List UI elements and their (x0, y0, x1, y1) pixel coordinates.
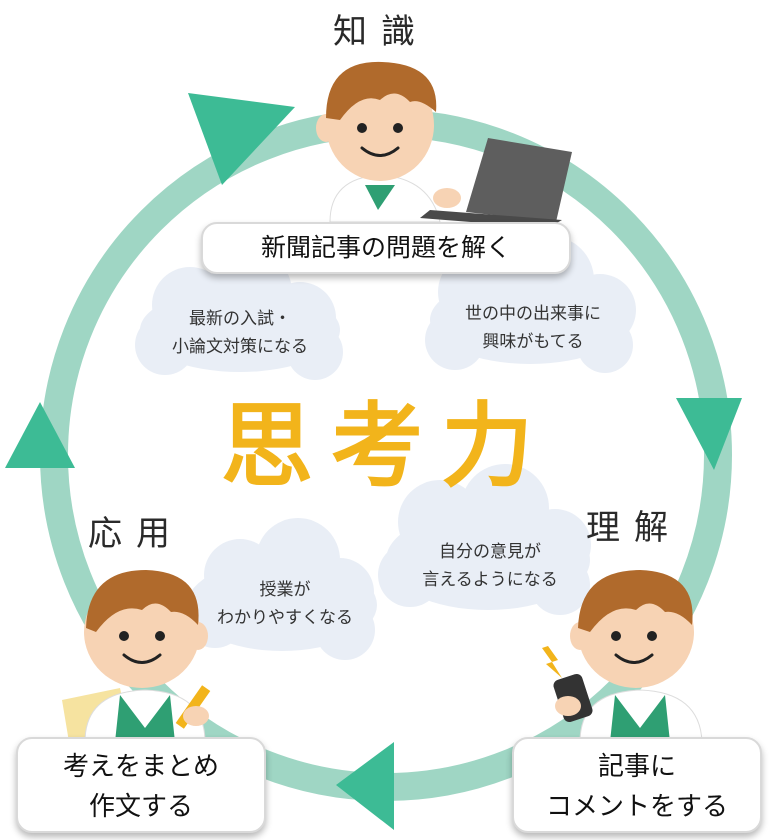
arrow-left (5, 402, 75, 468)
stage-label-understanding: 理解 (586, 508, 682, 548)
cycle-arrows (5, 93, 742, 830)
boy-writing-icon (62, 570, 211, 748)
arrow-bottom (336, 742, 394, 830)
stage-label-application: 応用 (88, 514, 184, 554)
cloud-line: 授業が (259, 580, 311, 600)
cloud-text-bottom-left: 授業が わかりやすくなる (195, 576, 375, 632)
cloud-line: 興味がもてる (482, 332, 584, 352)
stage-label-knowledge: 知識 (333, 12, 429, 52)
boy-with-laptop-icon (316, 61, 572, 228)
cloud-text-top-left: 最新の入試・ 小論文対策になる (150, 305, 330, 361)
action-box-comment: 記事に コメントをする (512, 737, 762, 833)
cloud-bottom-right (378, 464, 591, 615)
action-line: 記事に (597, 752, 676, 782)
action-box-solve-problems: 新聞記事の問題を解く (201, 222, 571, 274)
action-box-write-essay: 考えをまとめ 作文する (16, 737, 266, 833)
cloud-line: わかりやすくなる (217, 608, 353, 628)
cloud-bottom-left (185, 518, 377, 660)
center-title: 思考力 (220, 393, 551, 500)
action-line: 考えをまとめ (62, 752, 219, 782)
cloud-line: 小論文対策になる (172, 337, 308, 357)
cloud-text-top-right: 世の中の出来事に 興味がもてる (438, 300, 628, 356)
boy-with-phone-icon (542, 570, 703, 743)
action-line: 作文する (88, 792, 193, 822)
cloud-line: 自分の意見が (439, 542, 541, 562)
arrow-top-left (188, 93, 295, 185)
action-line: コメントをする (545, 792, 728, 822)
cloud-text-bottom-right: 自分の意見が 言えるようになる (395, 538, 585, 594)
cloud-line: 最新の入試・ (189, 309, 291, 329)
arrow-right (676, 398, 742, 470)
cloud-line: 世の中の出来事に (465, 304, 601, 324)
cloud-line: 言えるようになる (422, 570, 558, 590)
action-line: 新聞記事の問題を解く (260, 233, 511, 262)
